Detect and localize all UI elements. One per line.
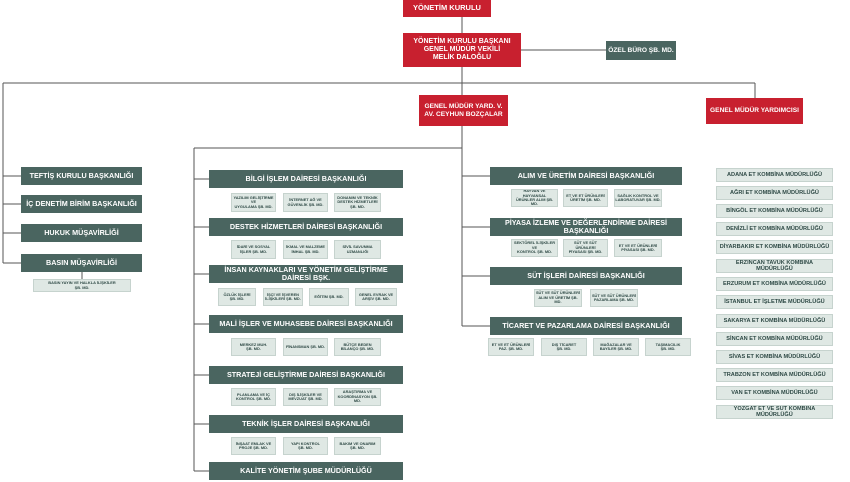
directorate-adana: ADANA ET KOMBİNA MÜDÜRLÜĞÜ — [716, 168, 833, 182]
sub-unit: HAYVAN VE HAYVANSAL ÜRÜNLER ALIM ŞB. MD. — [511, 189, 558, 207]
private-office-box: ÖZEL BÜRO ŞB. MD. — [606, 41, 676, 60]
sub-unit: SÜT VE SÜT ÜRÜNLERİ ALIM VE ÜRETİM ŞB. M… — [534, 289, 582, 307]
directorate-sivas: SİVAS ET KOMBİNA MÜDÜRLÜĞÜ — [716, 350, 833, 364]
sub-unit: SEKTÖREL İLİŞKİLER VE KONTROL ŞB. MD. — [511, 239, 558, 257]
directorate-van: VAN ET KOMBİNA MÜDÜRLÜĞÜ — [716, 386, 833, 400]
sub-unit: ET VE ET ÜRÜNLERİ PİYASASI ŞB. MD. — [614, 239, 662, 257]
directorate-bingol: BİNGÖL ET KOMBİNA MÜDÜRLÜĞÜ — [716, 204, 833, 218]
dept-market-monitoring: PİYASA İZLEME VE DEĞERLENDİRME DAİRESİ B… — [490, 218, 682, 236]
sub-unit: EĞİTİM ŞB. MD. — [309, 288, 349, 306]
sub-unit: FİNANSMAN ŞB. MD. — [283, 338, 328, 356]
directorate-sakarya: SAKARYA ET KOMBİNA MÜDÜRLÜĞÜ — [716, 314, 833, 328]
directorate-denizli: DENİZLİ ET KOMBİNA MÜDÜRLÜĞÜ — [716, 222, 833, 236]
left-unit-internal-audit: İÇ DENETİM BİRİM BAŞKANLIĞI — [21, 195, 142, 213]
sub-unit: İKMAL VE MALZEME İMHAL ŞB. MD. — [283, 240, 328, 259]
dept-quality-management: KALİTE YÖNETİM ŞUBE MÜDÜRLÜĞÜ — [209, 462, 403, 480]
dept-finance-accounting: MALİ İŞLER VE MUHASEBE DAİRESİ BAŞKANLIĞ… — [209, 315, 403, 333]
left-unit-press: BASIN MÜŞAVİRLİĞİ — [21, 254, 142, 272]
sub-unit: SÜT VE SÜT ÜRÜNLERİ PİYASASI ŞB. MD. — [563, 239, 608, 257]
deputy-general-manager-box: GENEL MÜDÜR YARD. V. AV. CEYHUN BOZÇALAR — [419, 95, 508, 126]
dept-information-processing: BİLGİ İŞLEM DAİRESİ BAŞKANLIĞI — [209, 170, 403, 188]
dept-trade-marketing: TİCARET VE PAZARLAMA DAİRESİ BAŞKANLIĞI — [490, 317, 682, 335]
sub-unit: MERKEZ MUH. ŞB. MD. — [231, 338, 276, 356]
sub-unit: ÖZLÜK İŞLERİ ŞB. MD. — [218, 288, 256, 306]
sub-unit: İNŞAAT EMLAK VE PROJE ŞB. MD. — [231, 437, 276, 455]
dept-support-services: DESTEK HİZMETLERİ DAİRESİ BAŞKANLIĞI — [209, 218, 403, 236]
sub-unit: SÜT VE SÜT ÜRÜNLERİ PAZARLAMA ŞB. MD. — [590, 289, 638, 307]
sub-unit: PLANLAMA VE İÇ KONTROL ŞB. MD. — [231, 388, 276, 406]
dept-human-resources: İNSAN KAYNAKLARI VE YÖNETİM GELİŞTİRME D… — [209, 265, 403, 283]
dept-strategy: STRATEJİ GELİŞTİRME DAİRESİ BAŞKANLIĞI — [209, 366, 403, 384]
sub-unit: SİVİL SAVUNMA UZMANLIĞI — [334, 240, 381, 259]
sub-unit: BAKIM VE ONARIM ŞB. MD. — [334, 437, 381, 455]
sub-unit: ET VE ET ÜRÜNLERİ PAZ. ŞB. MD. — [488, 338, 534, 356]
deputy-general-manager-2-box: GENEL MÜDÜR YARDIMCISI — [706, 98, 803, 124]
sub-unit: İDARİ VE SOSYAL İŞLER ŞB. MD. — [231, 240, 276, 259]
sub-unit: TAŞIMACILIK ŞB. MD. — [645, 338, 691, 356]
sub-unit: YAZILIM GELİŞTİRME VE UYGULAMA ŞB. MD. — [231, 193, 276, 212]
board-box: YÖNETİM KURULU — [403, 0, 491, 17]
directorate-erzincan: ERZİNCAN TAVUK KOMBİNA MÜDÜRLÜĞÜ — [716, 259, 833, 273]
sub-unit: GENEL EVRAK VE ARŞİV ŞB. MD. — [355, 288, 397, 306]
dept-purchase-production: ALIM VE ÜRETİM DAİRESİ BAŞKANLIĞI — [490, 167, 682, 185]
sub-unit: DIŞ İLİŞKİLER VE MEVZUAT ŞB. MD. — [283, 388, 328, 406]
chairman-box: YÖNETİM KURULU BAŞKANI GENEL MÜDÜR VEKİL… — [403, 33, 521, 67]
sub-unit: İŞÇİ VE İŞVEREN İLİŞKİLERİ ŞB. MD. — [263, 288, 303, 306]
sub-unit: DONANIM VE TEKNİK DESTEK HİZMETLERİ ŞB. … — [334, 193, 381, 212]
sub-unit: ARAŞTIRMA VE KOORDİNASYON ŞB. MD. — [334, 388, 381, 406]
directorate-erzurum: ERZURUM ET KOMBİNA MÜDÜRLÜĞÜ — [716, 277, 833, 291]
sub-unit: YAPI KONTROL ŞB. MD. — [283, 437, 328, 455]
directorate-trabzon: TRABZON ET KOMBİNA MÜDÜRLÜĞÜ — [716, 368, 833, 382]
directorate-diyarbakir: DİYARBAKIR ET KOMBİNA MÜDÜRLÜĞÜ — [716, 240, 833, 254]
directorate-agri: AĞRI ET KOMBİNA MÜDÜRLÜĞÜ — [716, 186, 833, 200]
left-unit-legal: HUKUK MÜŞAVİRLİĞİ — [21, 224, 142, 242]
directorate-yozgat: YOZGAT ET VE SÜT KOMBİNA MÜDÜRLÜĞÜ — [716, 405, 833, 419]
sub-unit: İNTERNET AĞ VE GÜVENLİK ŞB. MD. — [283, 193, 328, 212]
sub-unit: BÜTÇE BEDEN BİLANÇO ŞB. MD. — [334, 338, 381, 356]
left-unit-inspection: TEFTİŞ KURULU BAŞKANLIĞI — [21, 167, 142, 185]
dept-dairy: SÜT İŞLERİ DAİRESİ BAŞKANLIĞI — [490, 267, 682, 285]
sub-unit: DIŞ TİCARET ŞB. MD. — [541, 338, 587, 356]
directorate-sincan: SİNCAN ET KOMBİNA MÜDÜRLÜĞÜ — [716, 332, 833, 346]
sub-unit: SAĞLIK KONTROL VE LABORATUVAR ŞB. MD. — [614, 189, 662, 207]
directorate-istanbul: İSTANBUL ET İŞLETME MÜDÜRLÜĞÜ — [716, 295, 833, 309]
press-sub-unit: BASIN YAYIN VE HALKLA İLİŞKİLER ŞB. MD. — [33, 279, 131, 292]
sub-unit: MAĞAZALAR VE BAYİLER ŞB. MD. — [593, 338, 639, 356]
sub-unit: ET VE ET ÜRÜNLERİ ÜRETİM ŞB. MD. — [563, 189, 608, 207]
dept-technical: TEKNİK İŞLER DAİRESİ BAŞKANLIĞI — [209, 415, 403, 433]
